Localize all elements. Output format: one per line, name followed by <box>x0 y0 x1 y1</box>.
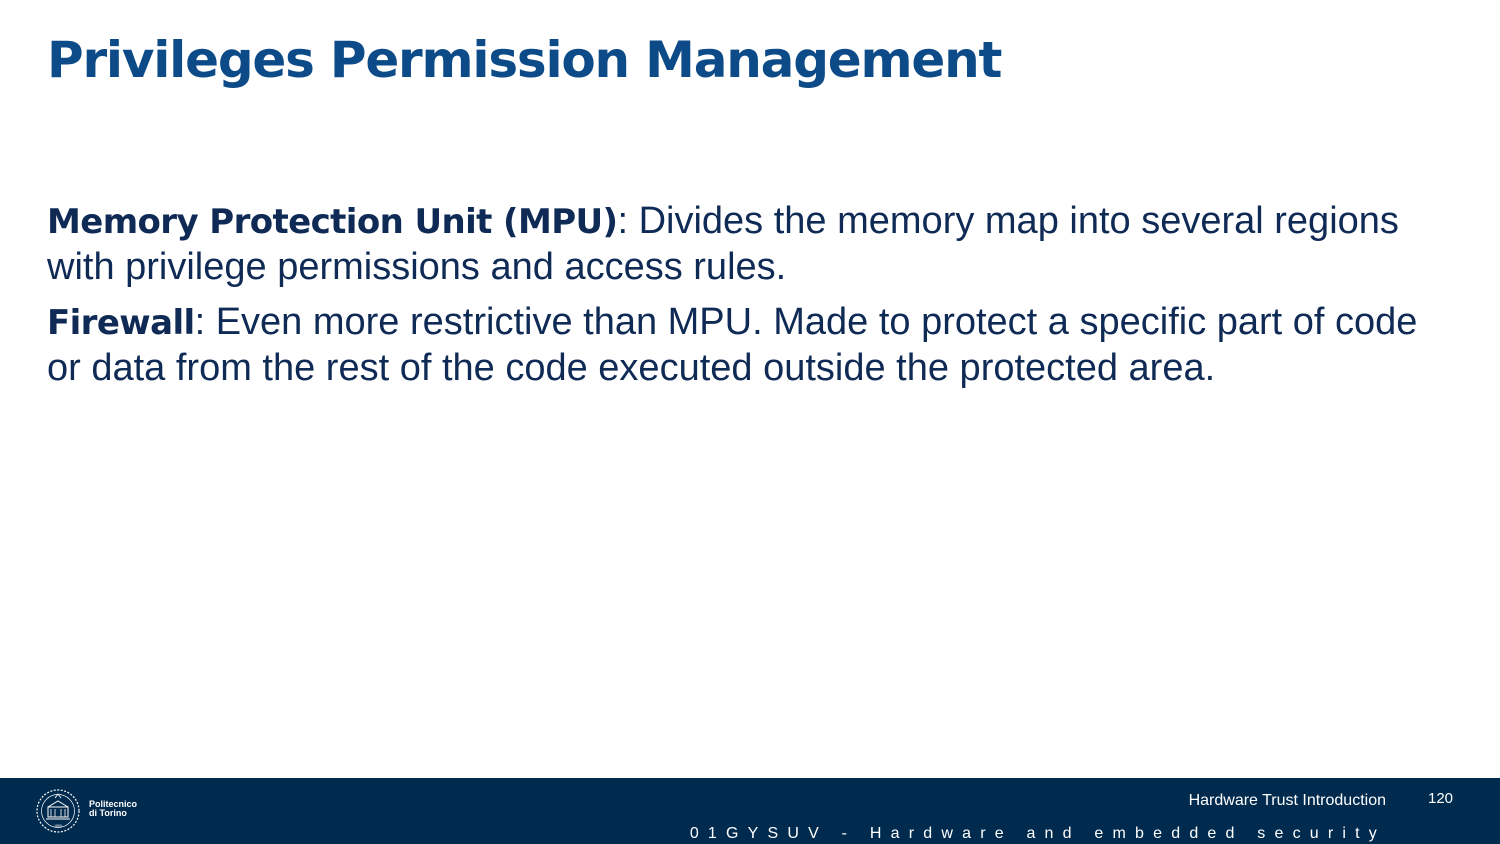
logo-line2: di Torino <box>89 808 127 818</box>
bullet-mpu: Memory Protection Unit (MPU): Divides th… <box>47 199 1452 290</box>
footer-topic: Hardware Trust Introduction <box>1188 792 1386 809</box>
term-mpu: Memory Protection Unit (MPU) <box>47 202 618 242</box>
logo-wordmark: Politecnico di Torino <box>89 800 137 818</box>
description-mpu: : Divides the memory map into several re… <box>47 200 1399 288</box>
slide-title: Privileges Permission Management <box>47 31 1002 89</box>
slide-content: Memory Protection Unit (MPU): Divides th… <box>47 199 1452 401</box>
slide-footer: 1859 Politecnico di Torino Hardware Trus… <box>0 778 1500 844</box>
svg-text:1859: 1859 <box>54 824 62 828</box>
page-number: 120 <box>1428 790 1454 807</box>
term-firewall: Firewall <box>47 303 195 343</box>
logo-line1: Politecnico <box>89 799 138 809</box>
politecnico-seal-logo: 1859 <box>36 789 80 833</box>
footer-course: 01GYSUV - Hardware and embedded security <box>689 825 1386 842</box>
bullet-firewall: Firewall: Even more restrictive than MPU… <box>47 300 1452 391</box>
description-firewall: : Even more restrictive than MPU. Made t… <box>47 301 1418 389</box>
